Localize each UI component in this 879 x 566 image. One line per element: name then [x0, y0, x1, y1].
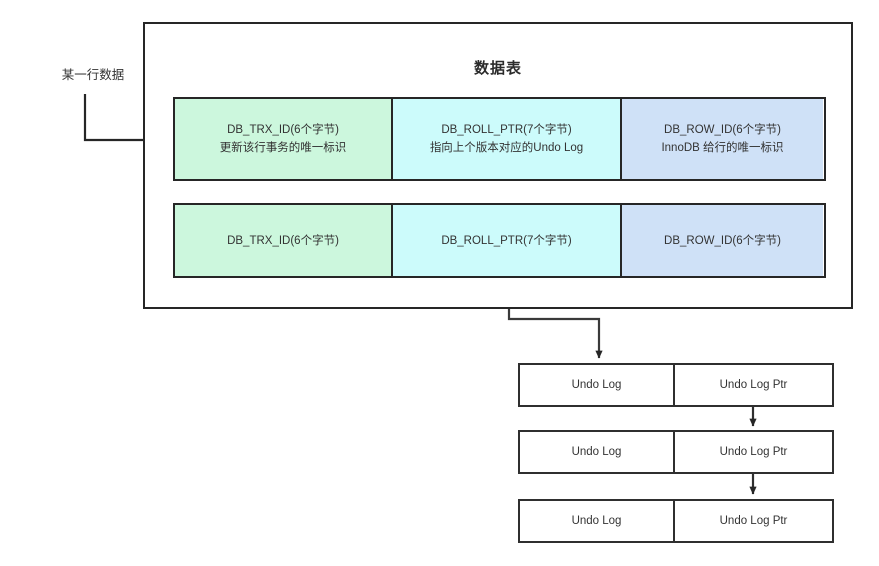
cell-db-trx-id[interactable]: DB_TRX_ID(6个字节)	[175, 205, 393, 276]
undo-log-node[interactable]: Undo Log Undo Log Ptr	[518, 363, 834, 407]
undo-log-node[interactable]: Undo Log Undo Log Ptr	[518, 499, 834, 543]
undo-log-ptr-label[interactable]: Undo Log Ptr	[719, 379, 788, 391]
undo-log-label: Undo Log	[520, 365, 676, 405]
cell-db-roll-ptr[interactable]: DB_ROLL_PTR(7个字节)	[393, 205, 622, 276]
cell-db-roll-ptr-desc: 指向上个版本对应的Undo Log	[429, 142, 584, 154]
undo-log-ptr-label[interactable]: Undo Log Ptr	[719, 446, 788, 458]
cell-db-trx-id-name: DB_TRX_ID(6个字节)	[227, 234, 339, 247]
cell-db-roll-ptr[interactable]: DB_ROLL_PTR(7个字节) 指向上个版本对应的Undo Log	[393, 99, 622, 179]
undo-log-ptr-label[interactable]: Undo Log Ptr	[719, 515, 788, 527]
data-table-title: 数据表	[473, 60, 522, 77]
cell-db-roll-ptr-name: DB_ROLL_PTR(7个字节)	[441, 234, 572, 247]
cell-db-trx-id[interactable]: DB_TRX_ID(6个字节) 更新该行事务的唯一标识	[175, 99, 393, 179]
table-row[interactable]: DB_TRX_ID(6个字节) DB_ROLL_PTR(7个字节) DB_ROW…	[173, 203, 826, 278]
cell-db-row-id-desc: InnoDB 给行的唯一标识	[661, 142, 784, 154]
undo-log-label: Undo Log	[520, 501, 676, 541]
cell-db-trx-id-desc: 更新该行事务的唯一标识	[219, 142, 347, 154]
undo-log-label: Undo Log	[520, 432, 676, 472]
cell-db-row-id-name: DB_ROW_ID(6个字节)	[664, 234, 781, 247]
undo-log-node[interactable]: Undo Log Undo Log Ptr	[518, 430, 834, 474]
cell-db-row-id-name: DB_ROW_ID(6个字节)	[664, 124, 781, 136]
cell-db-row-id[interactable]: DB_ROW_ID(6个字节) InnoDB 给行的唯一标识	[622, 99, 823, 179]
cell-db-trx-id-name: DB_TRX_ID(6个字节)	[227, 124, 339, 136]
cell-db-row-id[interactable]: DB_ROW_ID(6个字节)	[622, 205, 823, 276]
table-row[interactable]: DB_TRX_ID(6个字节) 更新该行事务的唯一标识 DB_ROLL_PTR(…	[173, 97, 826, 181]
row-annotation-label: 某一行数据	[61, 68, 125, 82]
cell-db-roll-ptr-name: DB_ROLL_PTR(7个字节)	[441, 124, 572, 136]
